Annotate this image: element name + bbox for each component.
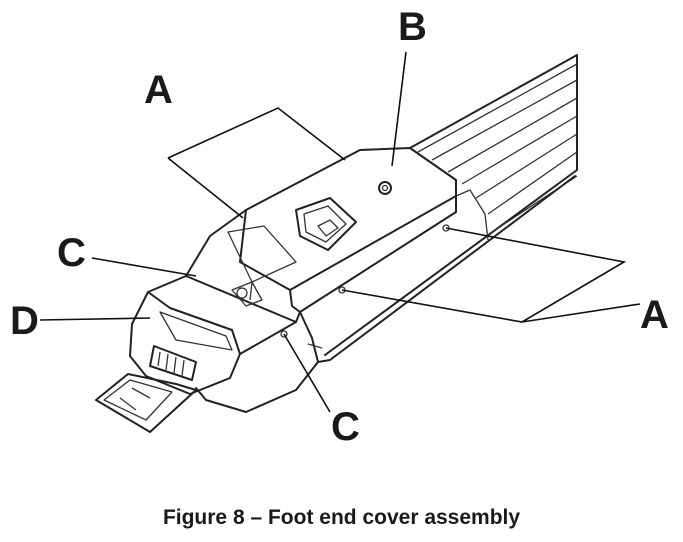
figure-caption: Figure 8 – Foot end cover assembly: [162, 506, 521, 529]
leader-c-bottom: [283, 333, 331, 413]
leader-d: [39, 317, 151, 321]
callout-c-bottom: C: [331, 405, 360, 449]
end-cap-connector: [95, 275, 297, 433]
callout-c-left: C: [57, 231, 86, 275]
cover-body: [185, 147, 457, 413]
leader-lines: [39, 51, 641, 413]
callout-b: B: [398, 5, 427, 49]
rail-extrusion: [317, 54, 578, 363]
callout-a-right: A: [640, 293, 669, 337]
callout-d: D: [10, 299, 39, 343]
leader-c-left: [91, 257, 197, 277]
callout-a-top: A: [144, 68, 173, 112]
leader-b: [391, 51, 407, 167]
leader-a-right: [341, 227, 641, 323]
leader-a-top: [167, 107, 346, 219]
